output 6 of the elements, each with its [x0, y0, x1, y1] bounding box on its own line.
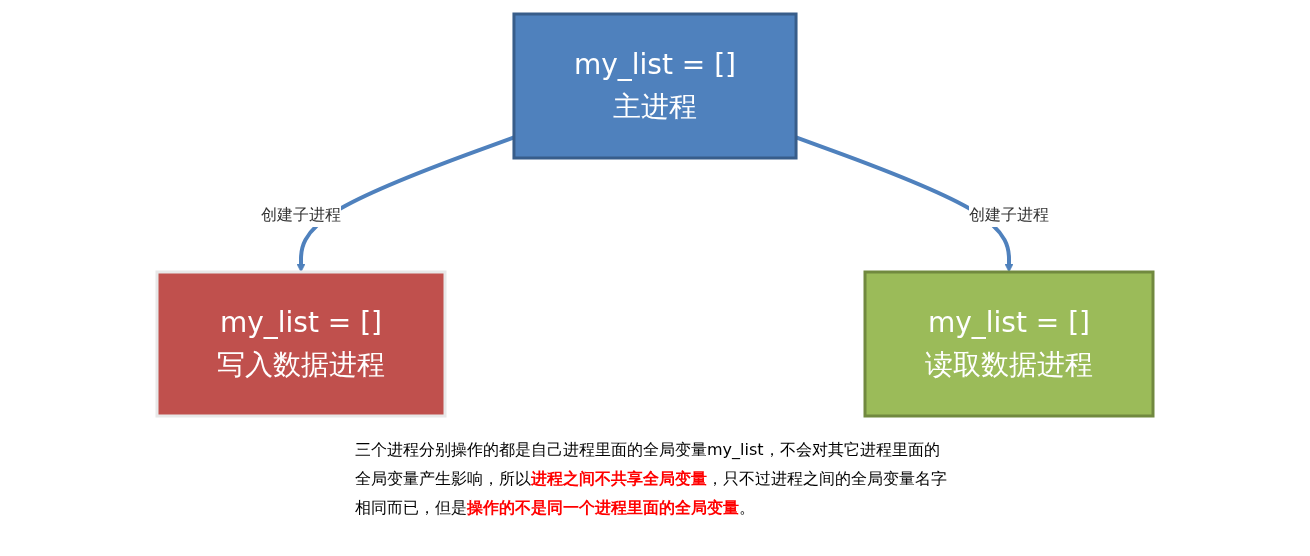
- edge-label: 创建子进程: [261, 205, 341, 224]
- node-box: my_list = [] 写入数据进程: [155, 270, 447, 418]
- node-box: my_list = [] 读取数据进程: [863, 270, 1155, 418]
- node-box: my_list = [] 主进程: [512, 12, 798, 160]
- note-text: 三个进程分别操作的都是自己进程里面的全局变量my_list，不会对其它进程里面的全局变量产生影响，所以进程之间不共享全局变量，只不过进程之间的全局变量名字相同而已，但是操作的不是同一个进程里面的全局变量。: [355, 439, 948, 519]
- edge-label: 创建子进程: [969, 205, 1049, 224]
